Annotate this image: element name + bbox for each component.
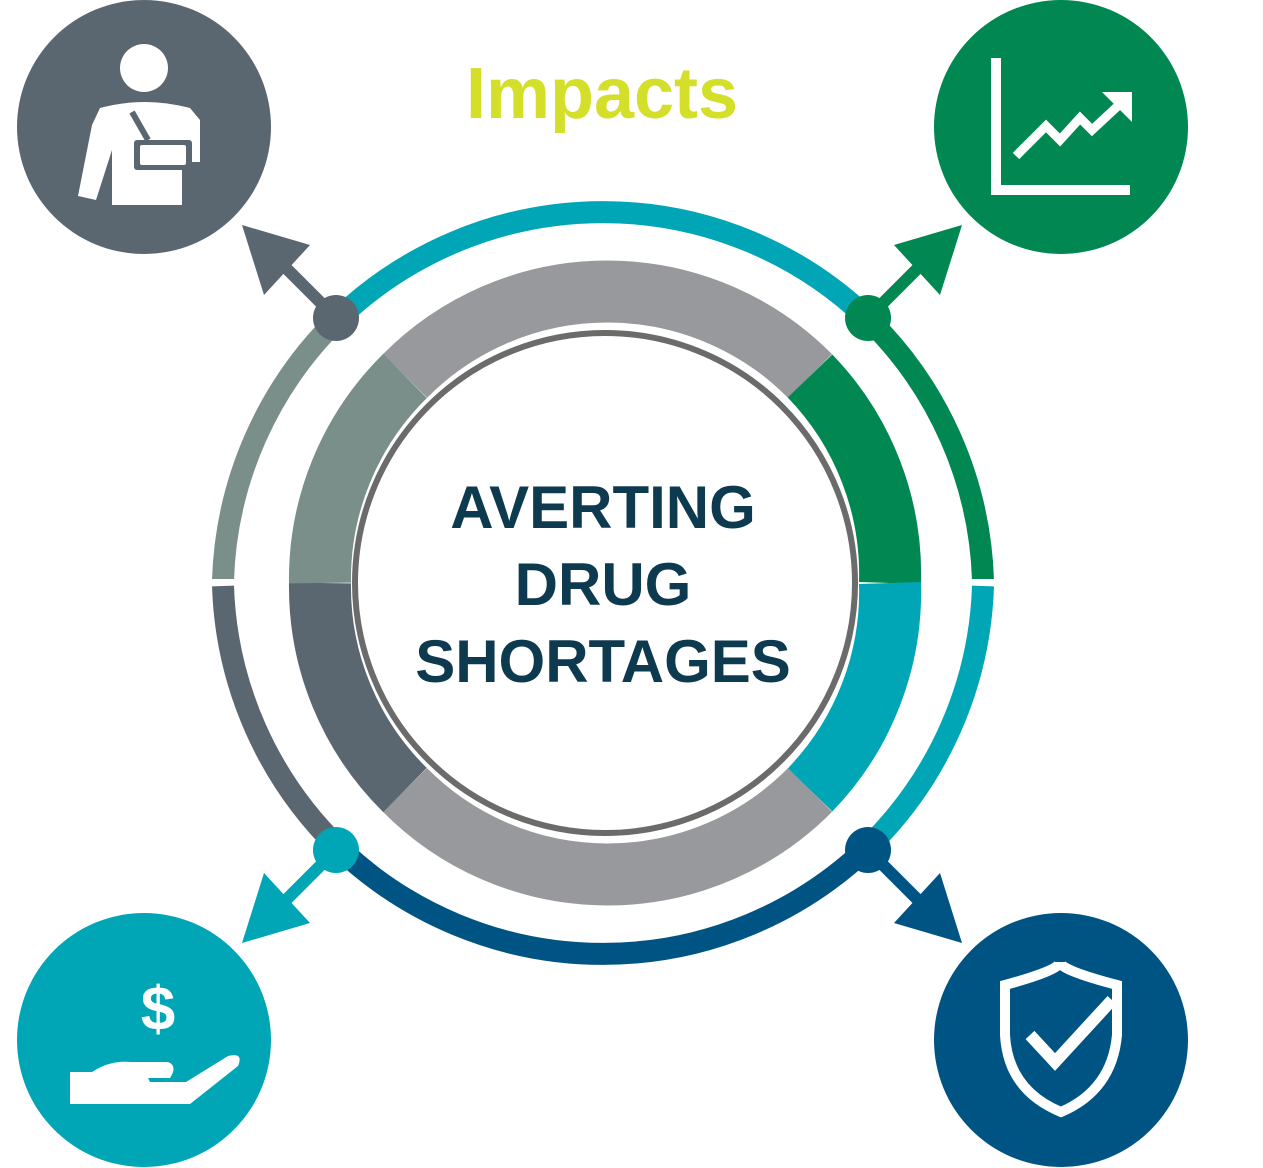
arrow-top-right xyxy=(863,225,962,323)
inner-ring-bottom-segment xyxy=(382,767,833,906)
outer-ring-left-lower-arc xyxy=(212,585,347,856)
money-in-hand-icon: $ xyxy=(17,913,271,1167)
center-circle xyxy=(352,330,858,836)
diagram-title: Impacts xyxy=(466,54,738,134)
injured-person-icon xyxy=(17,0,271,254)
ring-gap-left xyxy=(210,579,240,585)
ring-gap-right xyxy=(966,579,996,585)
growth-chart-icon xyxy=(934,0,1188,254)
arrow-top-left xyxy=(242,225,341,323)
center-line-2: DRUG xyxy=(515,551,692,618)
outer-ring xyxy=(212,201,994,965)
shield-check-icon xyxy=(934,913,1188,1167)
arrow-bottom-left xyxy=(242,845,341,943)
inner-ring-right-upper-segment xyxy=(787,354,922,584)
outer-ring-top-arc xyxy=(331,201,875,326)
center-label: AVERTING DRUG SHORTAGES xyxy=(415,474,791,695)
inner-ring-left-upper-segment xyxy=(288,353,428,584)
inner-ring xyxy=(288,260,922,906)
inner-ring-left-lower-segment xyxy=(288,582,428,813)
outer-ring-right-upper-arc xyxy=(859,310,994,581)
inner-ring-top-segment xyxy=(382,260,833,399)
inner-ring-right-lower-segment xyxy=(787,582,922,812)
center-line-1: AVERTING xyxy=(450,474,756,541)
outer-ring-bottom-arc xyxy=(331,840,875,965)
center-line-3: SHORTAGES xyxy=(415,628,791,695)
arrow-bottom-right xyxy=(863,845,962,943)
outer-ring-left-upper-arc xyxy=(212,310,347,581)
outer-ring-right-lower-arc xyxy=(859,585,994,856)
svg-text:$: $ xyxy=(141,975,175,1044)
